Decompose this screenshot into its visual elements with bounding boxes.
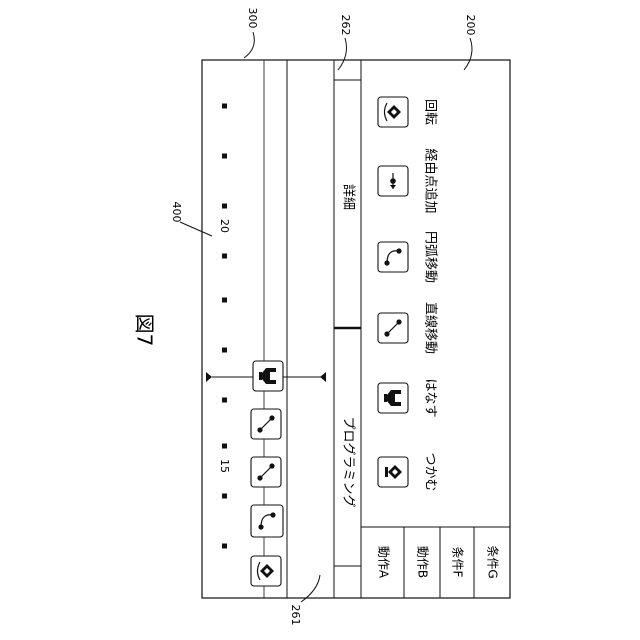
tick-dot xyxy=(222,544,227,549)
arc-start xyxy=(396,248,401,253)
timeline-block[interactable] xyxy=(251,556,281,586)
icon-frame xyxy=(251,505,283,537)
palette-item[interactable]: つかむ xyxy=(378,452,438,491)
palette-item-label: 円弧移動 xyxy=(423,231,438,283)
icon-frame xyxy=(378,242,408,272)
linear-end xyxy=(257,475,262,480)
playhead-handle-left[interactable] xyxy=(206,372,212,382)
arc-end xyxy=(384,260,389,265)
palette-item[interactable]: 回転 xyxy=(378,97,438,127)
sidebar-item[interactable]: 動作A xyxy=(377,546,391,579)
ref-261: 261 xyxy=(289,605,302,626)
sidebar-item[interactable]: 動作B xyxy=(416,546,430,578)
sidebar-item[interactable]: 条件F xyxy=(451,547,465,578)
tick-dot xyxy=(222,398,227,403)
palette-item-label: 経由点追加 xyxy=(423,148,439,213)
timeline-block[interactable] xyxy=(251,409,281,439)
grab-base xyxy=(385,467,388,477)
palette-icon xyxy=(378,166,408,196)
tick-dot xyxy=(222,298,227,303)
palette-item-label: はなす xyxy=(423,378,438,417)
timeline-block[interactable] xyxy=(251,505,283,537)
palette-item-label: 回転 xyxy=(423,99,438,125)
linear-end xyxy=(257,427,262,432)
tab-programming-label: プログラミング xyxy=(341,416,356,507)
ref-300-leader xyxy=(244,32,254,58)
linear-start xyxy=(396,319,401,324)
tick-dot xyxy=(222,254,227,259)
palette-item[interactable]: 直線移動 xyxy=(378,302,439,354)
ref-400: 400 xyxy=(170,202,183,223)
palette-item[interactable]: はなす xyxy=(378,378,438,417)
linear-start xyxy=(269,415,274,420)
palette-icon xyxy=(378,97,408,127)
arc-end xyxy=(258,524,263,529)
timeline-marker-15: 15 xyxy=(218,459,231,473)
waypoint-dot xyxy=(390,178,396,184)
tab-details[interactable]: 詳細 xyxy=(341,184,357,210)
tick-dot xyxy=(222,104,227,109)
ref-400-leader xyxy=(180,222,212,236)
release-base xyxy=(384,394,387,402)
arc-start xyxy=(270,512,275,517)
tab-details-label: 詳細 xyxy=(341,184,357,210)
ref-300: 300 xyxy=(246,8,259,29)
palette-icon xyxy=(378,457,408,487)
tick-dot xyxy=(222,154,227,159)
figure-title: 図7 xyxy=(133,314,157,347)
linear-end xyxy=(384,331,389,336)
timeline-block[interactable] xyxy=(253,361,283,391)
palette-icon xyxy=(378,242,408,272)
sidebar-items: 動作A 動作B 条件F 条件G xyxy=(377,545,500,579)
tick-dot xyxy=(222,348,227,353)
tick-dot xyxy=(222,204,227,209)
tick-dot xyxy=(222,444,227,449)
timeline-ticks xyxy=(222,104,227,549)
linear-start xyxy=(269,463,274,468)
palette-item[interactable]: 円弧移動 xyxy=(378,231,438,283)
palette: つかむ はなす 直線移動 円弧移動 経由点追加 回転 xyxy=(378,97,439,492)
playhead-handle-right[interactable] xyxy=(320,372,326,382)
timeline-blocks xyxy=(251,361,283,586)
palette-icon xyxy=(378,383,408,413)
ref-262: 262 xyxy=(339,15,352,36)
palette-item-label: 直線移動 xyxy=(423,302,439,354)
sidebar-item[interactable]: 条件G xyxy=(486,545,500,578)
tab-programming[interactable]: プログラミング xyxy=(341,416,356,507)
ref-262-leader xyxy=(338,38,346,70)
sidebar: 動作A 動作B 条件F 条件G xyxy=(361,527,510,598)
tick-dot xyxy=(222,494,227,499)
timeline-panel: 15 20 xyxy=(206,60,334,598)
palette-item[interactable]: 経由点追加 xyxy=(378,148,439,213)
release-base xyxy=(259,372,262,380)
tab-bar: プログラミング 詳細 xyxy=(334,60,361,598)
ref-200: 200 xyxy=(464,15,477,36)
timeline-marker-20: 20 xyxy=(218,219,231,233)
palette-icon xyxy=(378,313,408,343)
ref-200-leader xyxy=(464,38,472,70)
palette-item-label: つかむ xyxy=(423,452,438,491)
timeline-block[interactable] xyxy=(251,457,281,487)
